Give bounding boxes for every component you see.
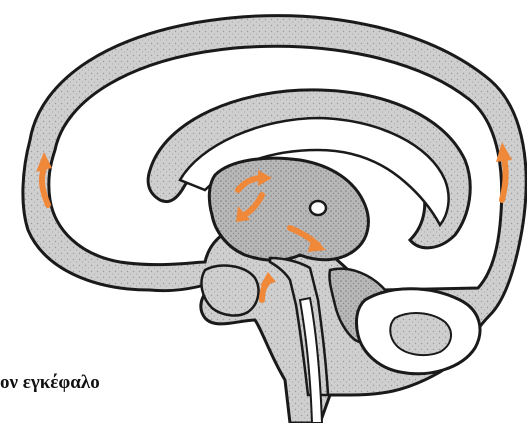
interthalamic-adhesion <box>310 201 326 215</box>
figure-caption: ον εγκέφαλο <box>0 372 100 394</box>
cerebellar-lobe <box>390 313 451 355</box>
